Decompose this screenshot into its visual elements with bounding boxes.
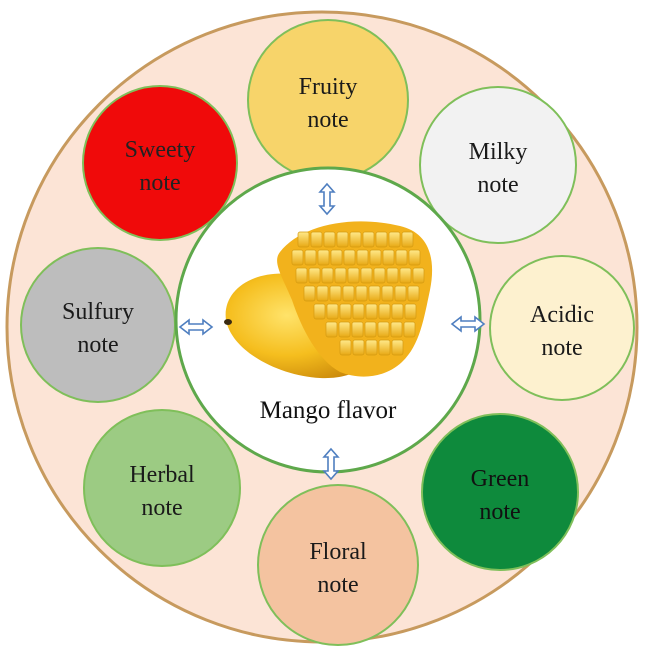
- note-subtitle-sulfury: note: [77, 332, 118, 358]
- note-sweety: Sweety note: [83, 86, 237, 240]
- mango-cube: [379, 304, 390, 319]
- mango-cube: [363, 232, 374, 247]
- mango-cube: [311, 232, 322, 247]
- note-subtitle-green: note: [479, 499, 520, 525]
- mango-cube: [309, 268, 320, 283]
- note-herbal: Herbal note: [84, 410, 240, 566]
- mango-cube: [343, 286, 354, 301]
- mango-cube: [405, 304, 416, 319]
- note-subtitle-herbal: note: [141, 495, 182, 521]
- mango-cube: [391, 322, 402, 337]
- mango-cube: [396, 250, 407, 265]
- mango-cube: [331, 250, 342, 265]
- mango-cube: [350, 232, 361, 247]
- mango-cube: [356, 286, 367, 301]
- mango-cube: [408, 286, 419, 301]
- note-title-acidic: Acidic: [530, 302, 594, 328]
- mango-cube: [324, 232, 335, 247]
- note-title-sulfury: Sulfury: [62, 299, 134, 325]
- mango-cube: [304, 286, 315, 301]
- mango-cube: [376, 232, 387, 247]
- mango-cube: [298, 232, 309, 247]
- mango-cube: [305, 250, 316, 265]
- center-label: Mango flavor: [260, 397, 397, 424]
- note-subtitle-acidic: note: [541, 335, 582, 361]
- note-floral: Floral note: [258, 485, 418, 645]
- mango-cube: [400, 268, 411, 283]
- mango-cube: [409, 250, 420, 265]
- mango-cube: [413, 268, 424, 283]
- mango-cube: [392, 340, 403, 355]
- mango-cube: [369, 286, 380, 301]
- mango-cube: [326, 322, 337, 337]
- mango-cube: [378, 322, 389, 337]
- mango-cube: [366, 304, 377, 319]
- mango-cube: [387, 268, 398, 283]
- mango-cube: [322, 268, 333, 283]
- mango-cube: [317, 286, 328, 301]
- note-acidic: Acidic note: [490, 256, 634, 400]
- mango-cube: [340, 304, 351, 319]
- note-title-floral: Floral: [309, 539, 367, 565]
- note-circle-herbal: [84, 410, 240, 566]
- mango-cube: [370, 250, 381, 265]
- note-subtitle-sweety: note: [139, 170, 180, 196]
- note-title-herbal: Herbal: [129, 462, 195, 488]
- mango-cube: [340, 340, 351, 355]
- note-circle-sweety: [83, 86, 237, 240]
- note-circle-fruity: [248, 20, 408, 180]
- note-fruity: Fruity note: [248, 20, 408, 180]
- mango-cube: [361, 268, 372, 283]
- note-title-fruity: Fruity: [299, 74, 358, 100]
- mango-cube: [395, 286, 406, 301]
- mango-cube: [344, 250, 355, 265]
- note-circle-sulfury: [21, 248, 175, 402]
- mango-cube: [374, 268, 385, 283]
- mango-cube: [318, 250, 329, 265]
- note-title-green: Green: [471, 466, 530, 492]
- note-subtitle-milky: note: [477, 172, 518, 198]
- mango-cube: [330, 286, 341, 301]
- mango-cube: [379, 340, 390, 355]
- mango-cube: [389, 232, 400, 247]
- mango-cube: [348, 268, 359, 283]
- mango-cube: [357, 250, 368, 265]
- mango-cube: [337, 232, 348, 247]
- note-title-sweety: Sweety: [125, 137, 196, 163]
- mango-cube: [314, 304, 325, 319]
- mango-cube: [392, 304, 403, 319]
- note-subtitle-floral: note: [317, 572, 358, 598]
- note-sulfury: Sulfury note: [21, 248, 175, 402]
- mango-cube: [353, 304, 364, 319]
- mango-cube: [335, 268, 346, 283]
- mango-cube: [339, 322, 350, 337]
- mango-cube: [402, 232, 413, 247]
- mango-cube: [365, 322, 376, 337]
- mango-cube: [382, 286, 393, 301]
- note-title-milky: Milky: [469, 139, 528, 165]
- mango-cube: [292, 250, 303, 265]
- mango-cube: [353, 340, 364, 355]
- mango-cube: [327, 304, 338, 319]
- mango-cube: [404, 322, 415, 337]
- note-subtitle-fruity: note: [307, 107, 348, 133]
- note-circle-green: [422, 414, 578, 570]
- note-circle-floral: [258, 485, 418, 645]
- mango-cube: [352, 322, 363, 337]
- mango-cube: [366, 340, 377, 355]
- mango-cube: [383, 250, 394, 265]
- note-green: Green note: [422, 414, 578, 570]
- mango-cube: [296, 268, 307, 283]
- note-circle-acidic: [490, 256, 634, 400]
